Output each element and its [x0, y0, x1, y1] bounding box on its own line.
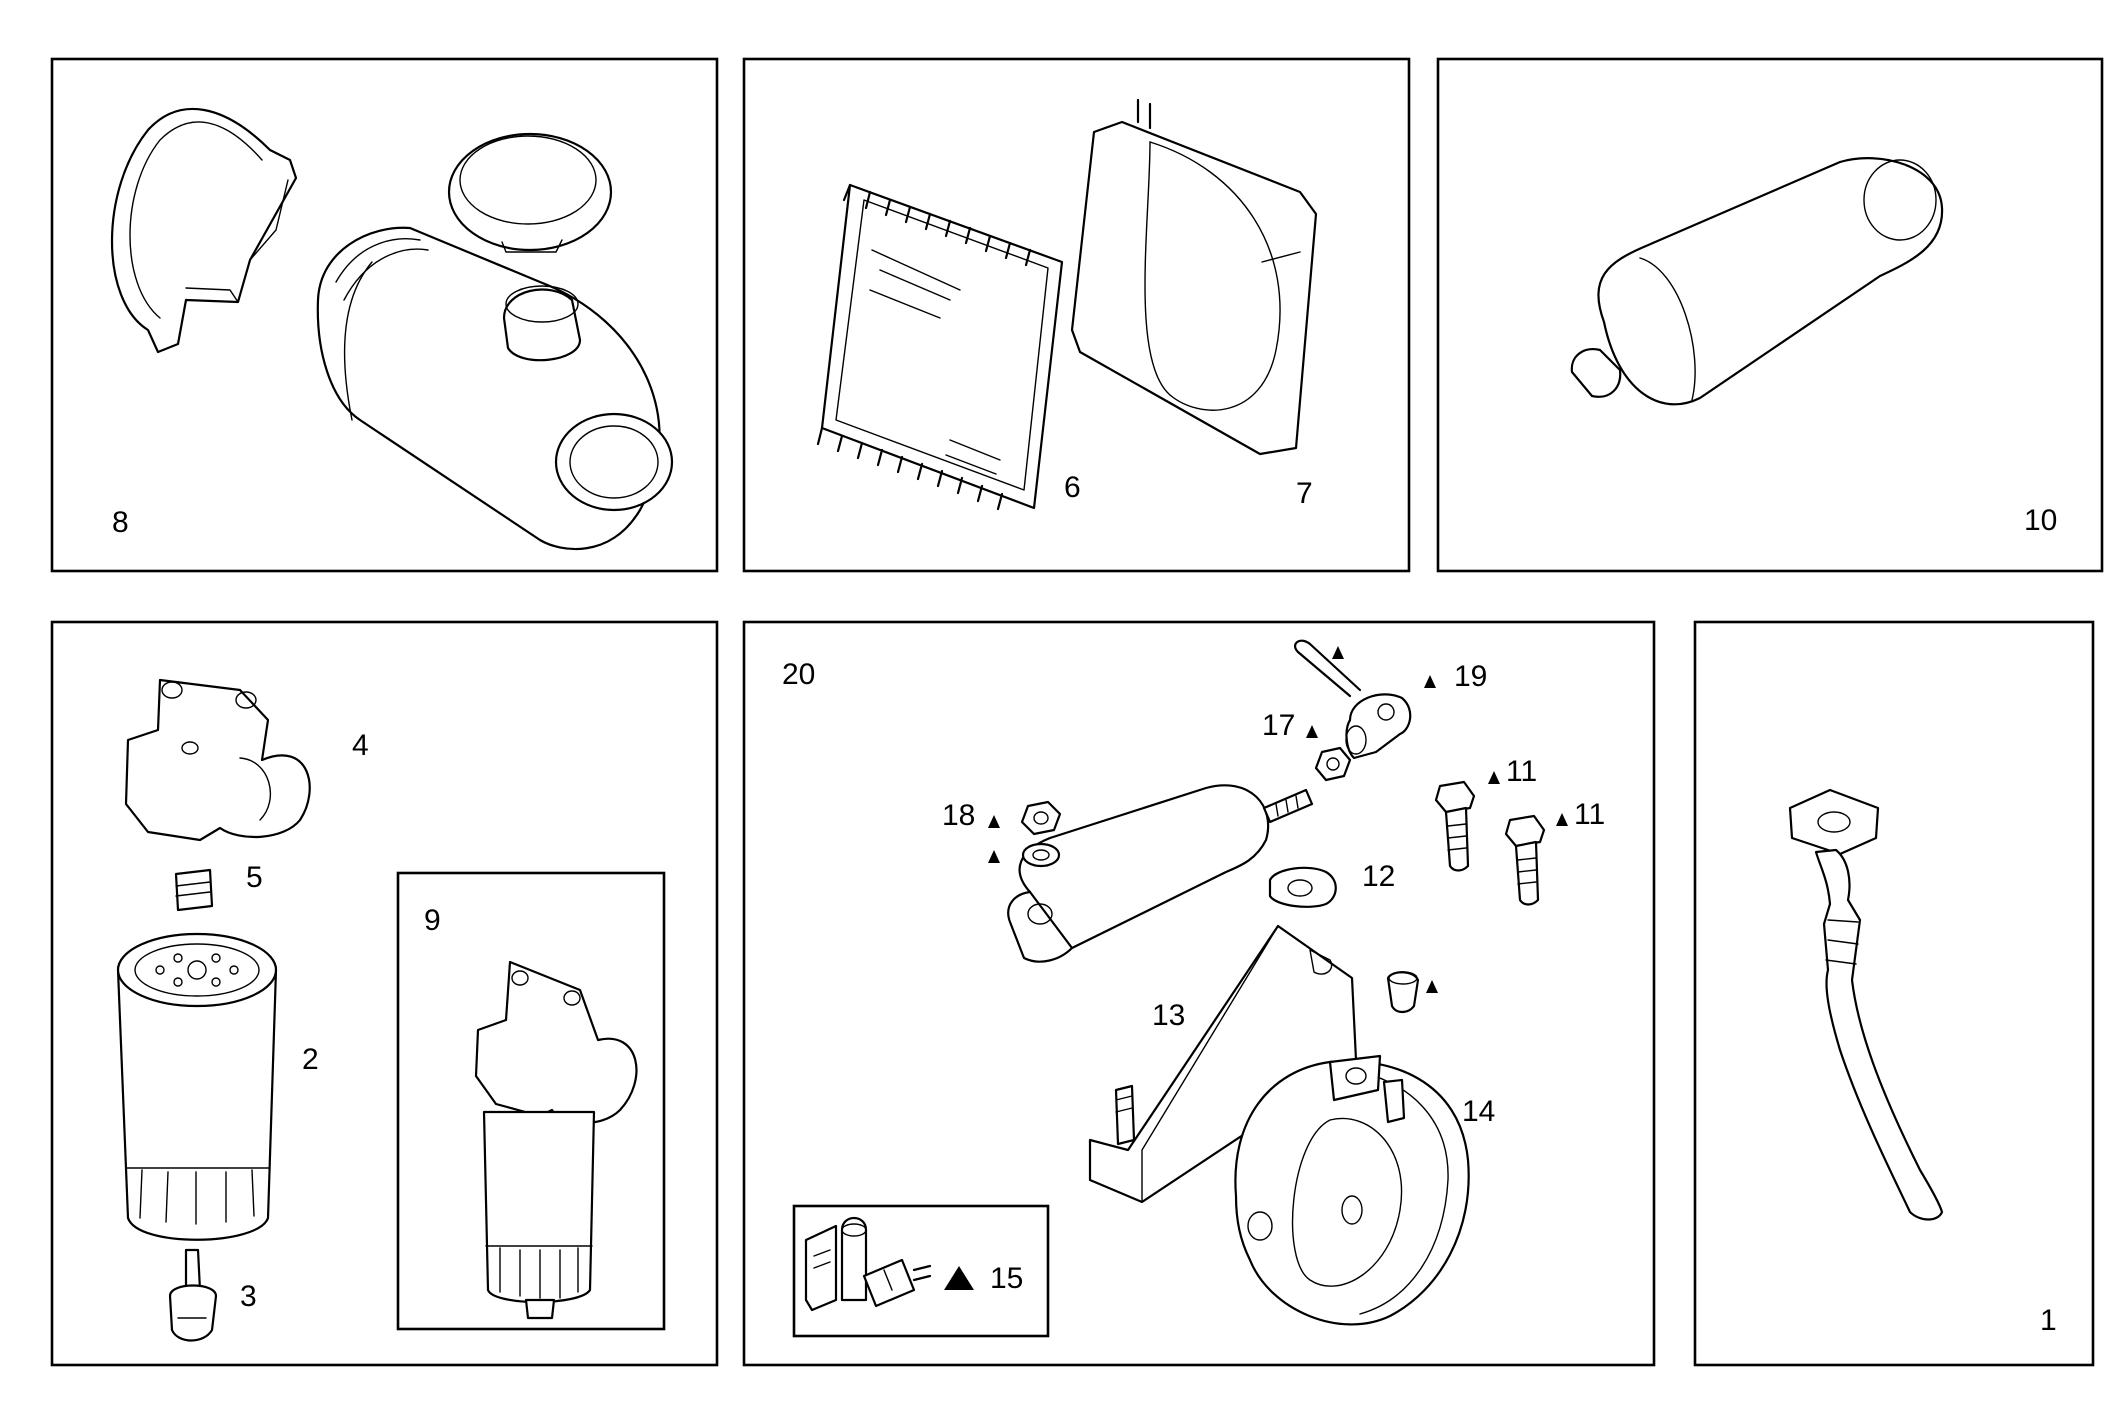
callout-2: 2 — [302, 1043, 319, 1076]
lock-nut-drawing — [1314, 746, 1352, 782]
sealing-kit-drawing — [804, 1216, 932, 1312]
callout-15: 15 — [990, 1262, 1024, 1295]
triangle-marker-icon — [1426, 980, 1438, 993]
callout-11-a: 11 — [1506, 755, 1538, 788]
clevis-drawing — [1345, 693, 1412, 760]
triangle-marker-icon — [988, 815, 1000, 828]
callout-5: 5 — [246, 861, 263, 894]
split-pin-drawing — [1294, 639, 1362, 698]
triangle-marker-icon — [1332, 646, 1344, 659]
triangle-marker-icon — [944, 1266, 974, 1290]
air-filter-cover-drawing — [110, 107, 298, 354]
triangle-marker-icon — [1556, 813, 1568, 826]
callout-6: 6 — [1064, 471, 1081, 504]
radiator-shroud-drawing — [1070, 98, 1318, 456]
fuel-filter-assembly-drawing — [474, 960, 638, 1320]
washer-drawing — [1021, 842, 1061, 868]
callout-1: 1 — [2040, 1304, 2057, 1337]
plug-drawing — [1386, 971, 1420, 1014]
callout-20: 20 — [782, 658, 816, 691]
callout-8: 8 — [112, 506, 129, 539]
radiator-drawing — [816, 183, 1064, 511]
callout-9: 9 — [424, 904, 441, 937]
callout-3: 3 — [240, 1280, 257, 1313]
callout-19: 19 — [1454, 660, 1488, 693]
callout-11-b: 11 — [1574, 798, 1606, 831]
callout-12: 12 — [1362, 860, 1396, 893]
filter-nipple-drawing — [174, 868, 214, 912]
exhaust-pipe-drawing — [1788, 788, 1944, 1221]
callout-13: 13 — [1152, 999, 1186, 1032]
callout-4: 4 — [352, 729, 369, 762]
gasket-drawing — [1268, 866, 1337, 908]
callout-18: 18 — [942, 799, 976, 832]
fuel-filter-cartridge-drawing — [116, 932, 278, 1241]
drain-valve-drawing — [168, 1248, 218, 1342]
callout-10: 10 — [2024, 504, 2058, 537]
triangle-marker-icon — [988, 850, 1000, 863]
air-filter-lid-drawing — [447, 132, 613, 253]
air-cylinder-drawing — [1007, 784, 1314, 963]
bolt-a-drawing — [1434, 780, 1476, 872]
air-filter-housing-drawing — [316, 226, 674, 551]
callout-7: 7 — [1296, 477, 1313, 510]
bolt-b-drawing — [1504, 814, 1546, 906]
triangle-marker-icon — [1488, 771, 1500, 784]
callout-17: 17 — [1262, 709, 1296, 742]
hex-nut-drawing — [1020, 800, 1062, 836]
triangle-marker-icon — [1424, 675, 1436, 688]
callout-14: 14 — [1462, 1095, 1496, 1128]
bracket-drawing — [1088, 924, 1358, 1204]
filter-head-drawing — [124, 678, 311, 842]
panel-exhaust-pipe — [1693, 620, 2095, 1367]
exhaust-brake-valve-drawing — [1234, 1054, 1470, 1326]
muffler-drawing — [1570, 157, 1944, 406]
triangle-marker-icon — [1306, 725, 1318, 738]
